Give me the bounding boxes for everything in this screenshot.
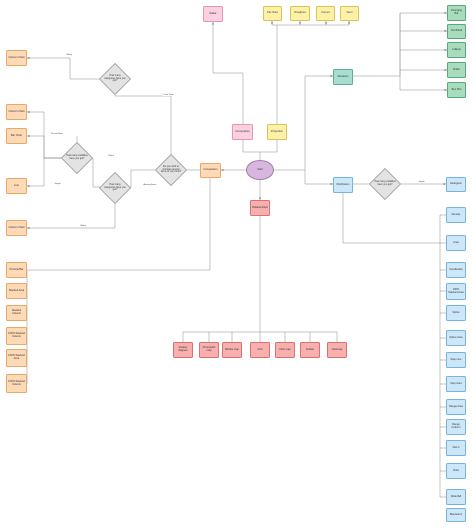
column-chart-low-node[interactable]: Column Chart — [6, 220, 27, 236]
choropleth-node[interactable]: Choropleth map — [199, 342, 219, 358]
decision-text: How many categories have you got? — [104, 73, 126, 83]
decision-text: Do you wish to compare among items or ov… — [160, 164, 182, 174]
stacked-area-node[interactable]: Stacked Area — [6, 283, 27, 299]
percent-stacked-area-node[interactable]: 100% Stacked Area — [6, 349, 27, 367]
candlestick-node[interactable]: Candlestick — [446, 262, 466, 278]
bullet-node[interactable]: Bullet — [447, 62, 466, 78]
decision-text: How many variables have you got? — [66, 154, 88, 160]
decision-categories-mid[interactable]: How many categories have you got? — [99, 172, 131, 204]
edge-label-many-mid: Many — [108, 155, 115, 157]
edge-label-single-right: Single — [418, 181, 426, 183]
beeswarm-node[interactable]: Beeswarm — [446, 508, 466, 522]
spline-node[interactable]: Spline — [446, 305, 466, 321]
stacked-column-node[interactable]: Stacked Column — [6, 305, 27, 321]
edge-label-over-time: Over Time — [163, 94, 175, 96]
edge-label-many-low: Many — [80, 225, 87, 227]
funnel-node[interactable]: Funnel — [316, 6, 335, 21]
doughnut-node[interactable]: Doughnut — [290, 6, 310, 21]
range-area-node[interactable]: Range Area — [446, 399, 466, 415]
comparison-node[interactable]: Comparison — [200, 163, 221, 178]
grid-node[interactable]: Grid — [250, 342, 270, 358]
doughnut-low-node[interactable]: 100% Stacked Column — [6, 374, 27, 393]
edge-label-many: Many — [66, 54, 73, 56]
proportion-node[interactable]: Proportion — [267, 124, 287, 140]
violin-node[interactable]: Violin — [446, 463, 466, 479]
edge-label-single: Single — [54, 183, 62, 185]
decision-variables-right[interactable]: How many variables have you got? — [369, 168, 401, 200]
line-node[interactable]: Line — [6, 178, 27, 194]
dumbbell-node[interactable]: Dumbbell — [447, 24, 466, 39]
ohlc-node[interactable]: OHLC — [446, 440, 466, 456]
diverging-bar-node[interactable]: Diverging Bar — [447, 5, 466, 21]
sankey-node[interactable]: Sankey diagram — [173, 342, 193, 358]
decision-categories-top[interactable]: How many categories have you got? — [99, 63, 131, 95]
decision-text: How many variables have you got? — [374, 180, 396, 186]
scatter-node[interactable]: Scatter — [300, 342, 320, 358]
bubble-node[interactable]: Bubble map — [222, 342, 242, 358]
edge-label-among-items: Among Items — [143, 184, 157, 186]
start-node[interactable]: Start — [246, 160, 274, 180]
lollipop-node[interactable]: Lollipop — [447, 42, 466, 58]
spline-area-node[interactable]: Spline Area — [446, 330, 466, 346]
venn-node[interactable]: Venn — [340, 6, 359, 21]
decision-compare-items[interactable]: Do you wish to compare among items or ov… — [155, 154, 187, 186]
composition-node[interactable]: Composition — [232, 124, 253, 140]
heatmap-node[interactable]: Heatmap — [327, 342, 347, 358]
percent-stacked-column-node[interactable]: 100% Stacked Column — [6, 327, 27, 345]
bar-chart-node[interactable]: Bar Chart — [6, 128, 27, 144]
distribution-node[interactable]: Distribution — [333, 177, 353, 193]
pie-chart-node[interactable]: Pie Chart — [263, 6, 282, 21]
step-line-node[interactable]: Step Line — [446, 352, 466, 368]
histogram-node[interactable]: Histogram — [446, 177, 466, 192]
radar-node[interactable]: Radar — [203, 6, 223, 22]
decision-text: How many categories have you got? — [104, 182, 126, 192]
column-chart-mid-node[interactable]: Column Chart — [6, 104, 27, 120]
range-column-node[interactable]: Range Column — [446, 419, 466, 435]
percent-stacked-dist-node[interactable]: 100% Stacked Area — [446, 283, 466, 300]
deviation-node[interactable]: Deviation — [333, 69, 353, 85]
density-node[interactable]: Density — [446, 207, 466, 223]
step-area-node[interactable]: Step Area — [446, 376, 466, 392]
column-chart-top-node[interactable]: Column Chart — [6, 50, 27, 66]
edge-label-two-plus: Two or More — [50, 133, 64, 135]
box-plot-node[interactable]: Box Plot — [447, 82, 466, 98]
area-node[interactable]: Area — [446, 235, 466, 251]
relationships-node[interactable]: Relationships — [250, 200, 270, 216]
decision-variables-left[interactable]: How many variables have you got? — [61, 142, 93, 174]
pictorial-bar-node[interactable]: Pictorial Bar — [6, 262, 27, 278]
waterfall-node[interactable]: Waterfall — [446, 489, 466, 505]
flow-node[interactable]: Flow map — [275, 342, 295, 358]
